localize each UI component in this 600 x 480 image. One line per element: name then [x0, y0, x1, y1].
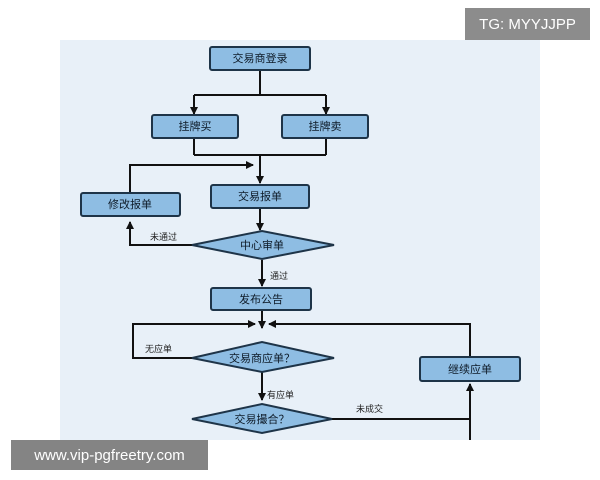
label-no-response: 无应单 [145, 343, 172, 355]
connectors [126, 70, 474, 440]
node-order: 交易报单 [210, 184, 310, 209]
node-respond-question-label: 交易商应单？ [229, 351, 295, 365]
node-order-label: 交易报单 [238, 189, 282, 203]
node-review-label: 中心审单 [240, 238, 284, 252]
node-review: 中心审单 [191, 229, 335, 261]
edge-not-closed [332, 418, 471, 440]
edge-modify-return [129, 161, 254, 192]
watermark: www.vip-pgfreetry.com [11, 440, 208, 470]
node-announce-label: 发布公告 [239, 292, 283, 306]
node-login-label: 交易商登录 [233, 51, 288, 65]
label-passed: 通过 [270, 270, 288, 282]
node-modify: 修改报单 [80, 192, 181, 217]
node-login: 交易商登录 [209, 46, 311, 71]
node-continue-label: 继续应单 [448, 362, 492, 376]
node-buy: 挂牌买 [151, 114, 239, 139]
node-sell-label: 挂牌卖 [309, 119, 342, 133]
node-continue: 继续应单 [419, 356, 521, 382]
edge-continue-return [268, 320, 471, 356]
node-buy-label: 挂牌买 [179, 119, 212, 133]
label-has-response: 有应单 [267, 389, 294, 401]
node-respond-question: 交易商应单？ [191, 340, 335, 374]
node-sell: 挂牌卖 [281, 114, 369, 139]
node-match-question-label: 交易撮合？ [235, 412, 290, 426]
node-modify-label: 修改报单 [108, 197, 152, 211]
label-not-passed: 未通过 [150, 231, 177, 243]
edge-review-not-passed [126, 221, 192, 246]
node-announce: 发布公告 [210, 287, 312, 311]
label-not-closed: 未成交 [356, 403, 383, 415]
edge-no-response [132, 320, 256, 359]
telegram-tag: TG: MYYJJPP [465, 8, 590, 40]
node-match-question: 交易撮合？ [191, 402, 333, 435]
